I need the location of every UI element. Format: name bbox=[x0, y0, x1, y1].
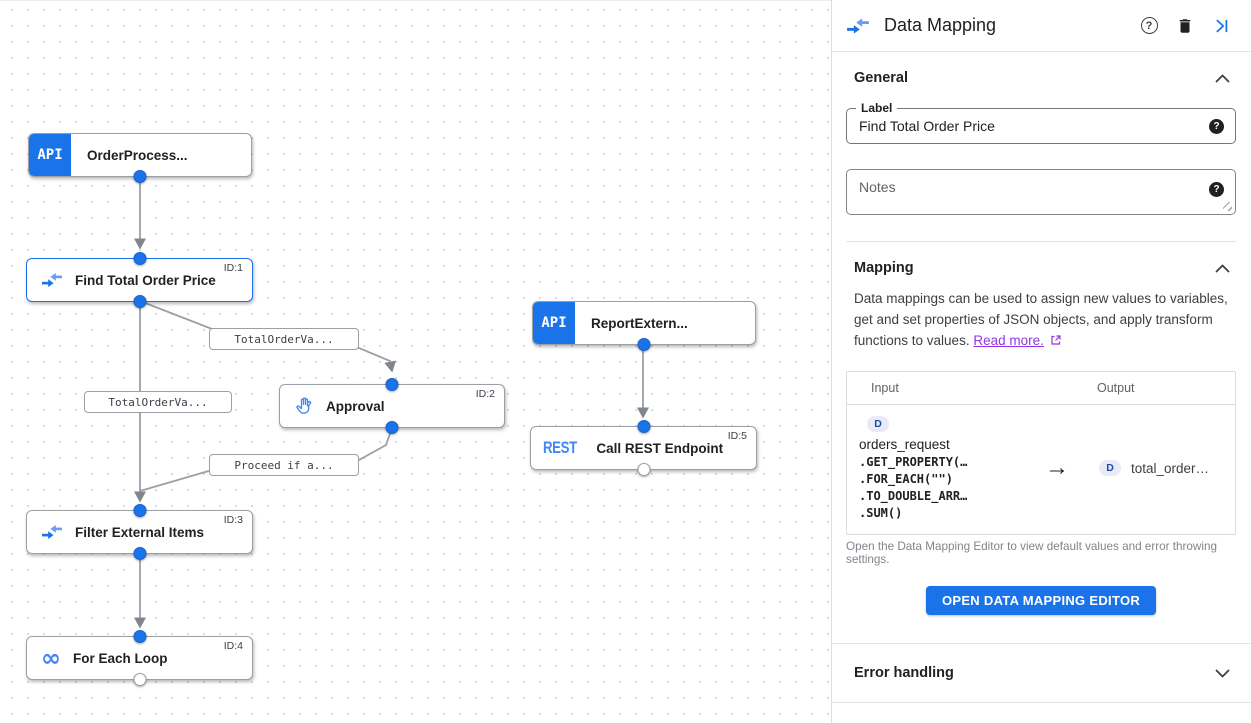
node-for-each-loop[interactable]: ∞ For Each Loop ID:4 bbox=[26, 630, 253, 686]
section-mapping: Mapping Data mappings can be used to ass… bbox=[832, 242, 1251, 615]
resize-handle[interactable] bbox=[1223, 202, 1232, 211]
node-order-process[interactable]: API OrderProcess... bbox=[28, 133, 252, 183]
input-port[interactable] bbox=[133, 630, 146, 643]
mapping-table: Input Output D orders_request .GET_PROPE… bbox=[846, 371, 1236, 535]
flow-canvas[interactable]: TotalOrderVa... TotalOrderVa... Proceed … bbox=[0, 0, 831, 723]
input-port[interactable] bbox=[133, 504, 146, 517]
node-id-badge: ID:5 bbox=[727, 430, 747, 442]
notes-textarea[interactable] bbox=[847, 170, 1185, 213]
delete-icon[interactable] bbox=[1173, 14, 1197, 38]
collapse-section-icon[interactable] bbox=[1215, 264, 1230, 273]
edge-label[interactable]: TotalOrderVa... bbox=[84, 391, 232, 413]
node-approval[interactable]: Approval ID:2 bbox=[279, 378, 505, 434]
edge-label[interactable]: Proceed if a... bbox=[209, 454, 359, 476]
label-field-label: Label bbox=[856, 101, 898, 115]
input-port[interactable] bbox=[133, 252, 146, 265]
node-id-badge: ID:4 bbox=[223, 640, 243, 652]
function-line: .GET_PROPERTY(… bbox=[859, 455, 968, 469]
edge-label[interactable]: TotalOrderVa... bbox=[209, 328, 359, 350]
mapping-input-cell: D orders_request .GET_PROPERTY(… .FOR_EA… bbox=[847, 414, 1017, 522]
mapping-table-header: Input Output bbox=[847, 372, 1235, 405]
node-label: Find Total Order Price bbox=[75, 272, 216, 288]
node-label: ReportExtern... bbox=[591, 315, 688, 331]
output-variable: total_order… bbox=[1131, 460, 1210, 476]
variable-type-badge: D bbox=[867, 416, 889, 432]
label-input[interactable] bbox=[847, 109, 1185, 143]
data-mapping-icon bbox=[41, 524, 63, 540]
input-port[interactable] bbox=[385, 378, 399, 391]
output-port[interactable] bbox=[133, 547, 146, 560]
output-port[interactable] bbox=[385, 421, 399, 434]
node-filter-external-items[interactable]: Filter External Items ID:3 bbox=[26, 504, 253, 560]
node-label: Approval bbox=[326, 398, 385, 414]
input-column-header: Input bbox=[871, 381, 899, 395]
node-find-total-order-price[interactable]: Find Total Order Price ID:1 bbox=[26, 252, 253, 308]
rest-icon: REST bbox=[543, 438, 577, 457]
general-heading: General bbox=[854, 70, 908, 86]
label-field: Label ? bbox=[846, 101, 1236, 144]
node-label: Call REST Endpoint bbox=[596, 440, 724, 456]
collapse-panel-icon[interactable] bbox=[1209, 14, 1233, 38]
section-error-handling[interactable]: Error handling bbox=[832, 643, 1251, 703]
node-call-rest-endpoint[interactable]: REST Call REST Endpoint ID:5 bbox=[530, 420, 757, 476]
approval-hand-icon bbox=[294, 395, 314, 417]
mapping-output-cell: D total_order… bbox=[1097, 414, 1235, 522]
function-line: .TO_DOUBLE_ARR… bbox=[859, 489, 968, 503]
panel-title: Data Mapping bbox=[884, 15, 997, 35]
api-icon: API bbox=[29, 134, 71, 176]
mapping-arrow-icon: → bbox=[1045, 454, 1069, 481]
expand-section-icon[interactable] bbox=[1215, 669, 1230, 678]
mapping-description: Data mappings can be used to assign new … bbox=[854, 291, 1228, 348]
api-icon: API bbox=[533, 302, 575, 344]
output-port[interactable] bbox=[133, 170, 147, 183]
for-each-loop-icon: ∞ bbox=[41, 644, 61, 672]
help-icon[interactable]: ? bbox=[1137, 14, 1161, 38]
node-label: For Each Loop bbox=[73, 650, 168, 666]
read-more-link[interactable]: Read more. bbox=[973, 333, 1044, 348]
function-line: .SUM() bbox=[859, 506, 903, 520]
output-port[interactable] bbox=[637, 463, 650, 476]
node-report-extern[interactable]: API ReportExtern... bbox=[532, 301, 756, 351]
node-label: Filter External Items bbox=[75, 524, 205, 540]
field-help-icon[interactable]: ? bbox=[1209, 119, 1224, 134]
output-port[interactable] bbox=[133, 295, 146, 308]
field-help-icon[interactable]: ? bbox=[1209, 182, 1224, 197]
node-id-badge: ID:3 bbox=[223, 514, 243, 526]
collapse-section-icon[interactable] bbox=[1215, 74, 1230, 83]
panel-header: Data Mapping ? bbox=[832, 0, 1251, 52]
input-port[interactable] bbox=[637, 420, 650, 433]
config-side-panel: Data Mapping ? General Label ? bbox=[831, 0, 1251, 723]
mapping-heading: Mapping bbox=[854, 260, 914, 276]
error-handling-heading: Error handling bbox=[854, 665, 954, 681]
function-line: .FOR_EACH("") bbox=[859, 472, 953, 486]
section-general: General Label ? ? bbox=[832, 52, 1251, 242]
notes-field: ? bbox=[846, 169, 1236, 215]
open-data-mapping-editor-button[interactable]: OPEN DATA MAPPING EDITOR bbox=[925, 586, 1157, 615]
section-divider bbox=[846, 241, 1236, 242]
output-column-header: Output bbox=[1097, 381, 1135, 395]
output-port[interactable] bbox=[637, 338, 651, 351]
node-id-badge: ID:1 bbox=[223, 262, 243, 274]
mapping-table-row: D orders_request .GET_PROPERTY(… .FOR_EA… bbox=[847, 405, 1235, 534]
flow-edges bbox=[134, 177, 649, 629]
editor-hint-text: Open the Data Mapping Editor to view def… bbox=[846, 540, 1217, 566]
input-variable: orders_request bbox=[859, 437, 950, 452]
node-label: OrderProcess... bbox=[87, 147, 188, 163]
variable-type-badge: D bbox=[1099, 460, 1121, 476]
node-id-badge: ID:2 bbox=[475, 388, 495, 400]
output-port[interactable] bbox=[133, 673, 146, 686]
external-link-icon bbox=[1051, 335, 1061, 345]
data-mapping-icon bbox=[41, 272, 63, 288]
data-mapping-icon bbox=[846, 17, 870, 35]
